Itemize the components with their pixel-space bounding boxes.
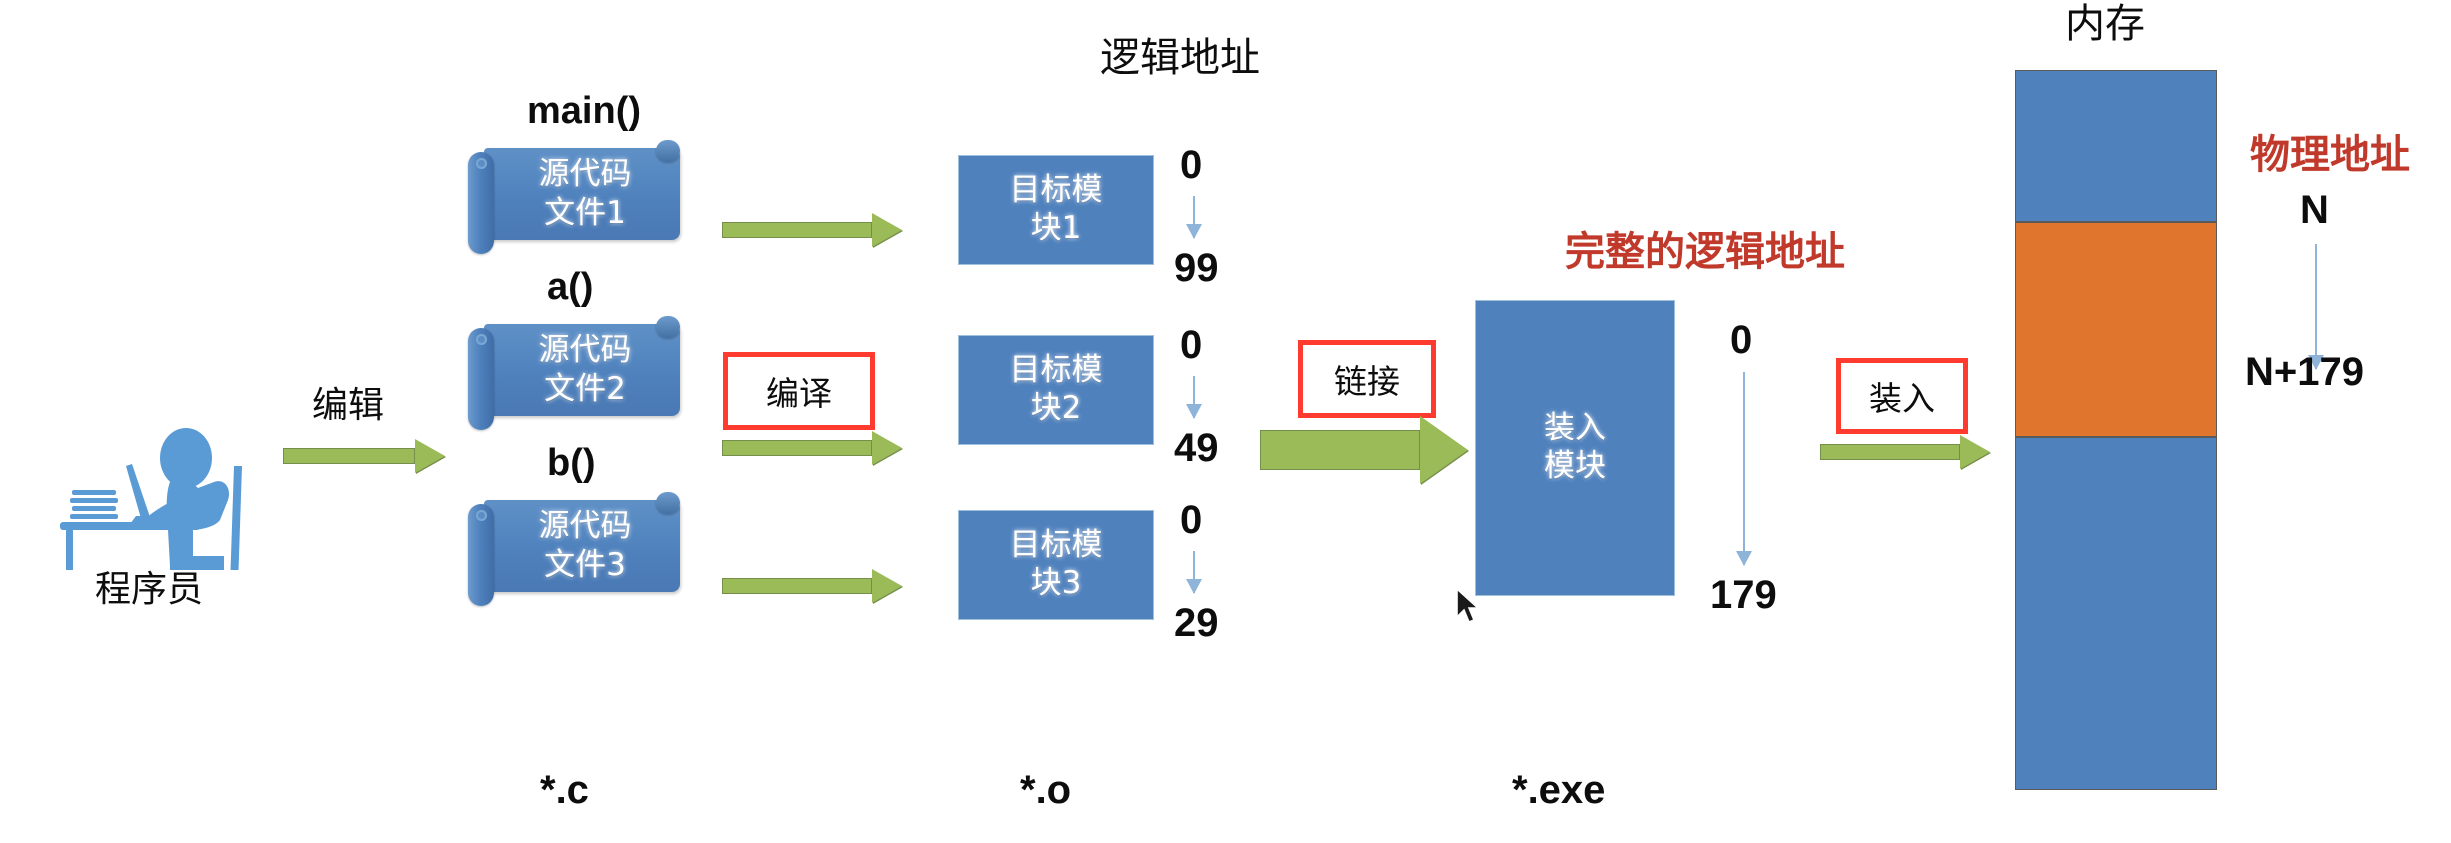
object-module-line2: 块1 bbox=[1030, 210, 1082, 246]
source-extension-label: *.c bbox=[540, 768, 589, 812]
compile-arrow-1 bbox=[722, 440, 872, 456]
scroll-body bbox=[484, 500, 680, 592]
object-module-0-start: 0 bbox=[1180, 143, 1203, 187]
physical-address-start: N bbox=[2300, 188, 2329, 232]
step-link-box[interactable]: 链接 bbox=[1298, 340, 1436, 418]
object-module-0[interactable]: 目标模 块1 bbox=[958, 155, 1154, 265]
scroll-curl-left-icon bbox=[468, 504, 494, 606]
source-file-2[interactable]: 源代码 文件3 bbox=[462, 492, 680, 606]
physical-address-end: N+179 bbox=[2245, 350, 2364, 394]
scroll-curl-right-icon bbox=[656, 316, 680, 338]
link-arrow bbox=[1260, 430, 1420, 470]
mouse-cursor-icon bbox=[1455, 587, 1481, 631]
memory-segment-free-upper bbox=[2015, 70, 2217, 222]
step-edit-label: 编辑 bbox=[312, 385, 385, 426]
scroll-curl-right-icon bbox=[656, 492, 680, 514]
memory-bar bbox=[2015, 70, 2217, 790]
object-module-0-range-arrow bbox=[1193, 196, 1195, 238]
load-module-line2: 模块 bbox=[1544, 448, 1606, 484]
scroll-curl-right-icon bbox=[656, 140, 680, 162]
object-module-0-end: 99 bbox=[1174, 246, 1219, 290]
load-module-range-arrow bbox=[1743, 372, 1745, 565]
object-module-line1: 目标模 bbox=[1009, 172, 1103, 209]
source-file-1[interactable]: 源代码 文件2 bbox=[462, 316, 680, 430]
memory-segment-loaded-program bbox=[2015, 222, 2217, 437]
scroll-curl-left-icon bbox=[468, 152, 494, 254]
compile-arrow-2 bbox=[722, 578, 872, 594]
object-module-1-start: 0 bbox=[1180, 323, 1203, 367]
load-module-start: 0 bbox=[1730, 318, 1753, 362]
load-arrow bbox=[1820, 444, 1960, 460]
scroll-curl-left-icon bbox=[468, 328, 494, 430]
physical-address-title: 物理地址 bbox=[2250, 132, 2410, 178]
physical-address-range-arrow bbox=[2315, 244, 2317, 369]
object-module-line1: 目标模 bbox=[1009, 352, 1103, 389]
object-module-2[interactable]: 目标模 块3 bbox=[958, 510, 1154, 620]
memory-title: 内存 bbox=[2065, 1, 2145, 47]
step-load-box[interactable]: 装入 bbox=[1836, 358, 1968, 434]
load-module-end: 179 bbox=[1710, 573, 1777, 617]
object-module-2-range-arrow bbox=[1193, 551, 1195, 593]
load-module-line1: 装入 bbox=[1544, 410, 1606, 447]
full-logical-address-title: 完整的逻辑地址 bbox=[1565, 229, 1845, 275]
scroll-body bbox=[484, 324, 680, 416]
object-module-1-end: 49 bbox=[1174, 426, 1219, 470]
object-module-line2: 块3 bbox=[1030, 565, 1082, 601]
edit-arrow bbox=[283, 448, 415, 464]
source-func-1: a() bbox=[547, 266, 594, 308]
object-module-line2: 块2 bbox=[1030, 390, 1082, 426]
object-module-2-end: 29 bbox=[1174, 601, 1219, 645]
source-func-0: main() bbox=[527, 90, 641, 132]
logical-address-title: 逻辑地址 bbox=[1100, 35, 1260, 81]
programmer-icon bbox=[38, 370, 288, 587]
object-extension-label: *.o bbox=[1020, 768, 1072, 812]
object-module-line1: 目标模 bbox=[1009, 527, 1103, 564]
programmer-label: 程序员 bbox=[95, 569, 204, 610]
object-module-2-start: 0 bbox=[1180, 498, 1203, 542]
compile-arrow-0 bbox=[722, 222, 872, 238]
executable-extension-label: *.exe bbox=[1512, 768, 1606, 812]
step-compile-box[interactable]: 编译 bbox=[723, 352, 875, 430]
scroll-body bbox=[484, 148, 680, 240]
memory-segment-free-lower bbox=[2015, 437, 2217, 790]
source-func-2: b() bbox=[547, 442, 596, 484]
object-module-1[interactable]: 目标模 块2 bbox=[958, 335, 1154, 445]
person-at-desk-icon bbox=[60, 428, 246, 587]
source-file-0[interactable]: 源代码 文件1 bbox=[462, 140, 680, 254]
object-module-1-range-arrow bbox=[1193, 376, 1195, 418]
load-module-box[interactable]: 装入 模块 bbox=[1475, 300, 1675, 596]
